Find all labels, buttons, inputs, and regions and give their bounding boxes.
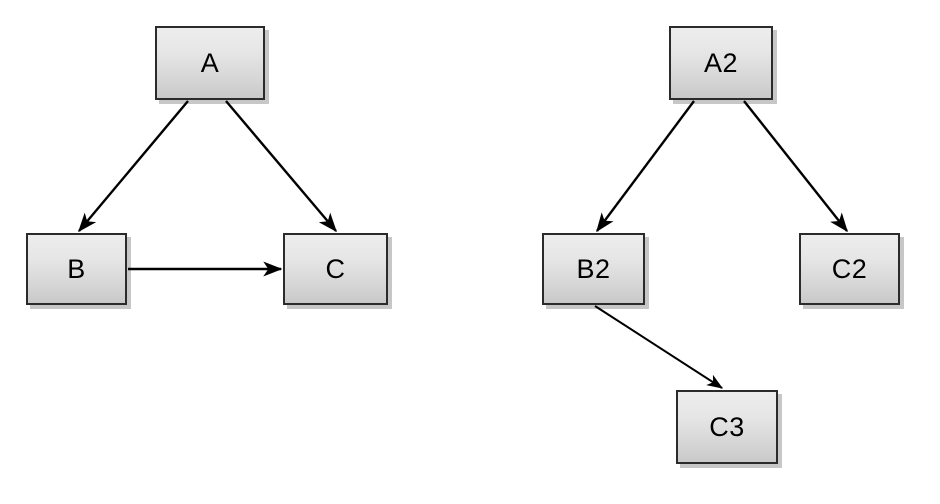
node-a[interactable]: A	[155, 26, 265, 100]
node-c3[interactable]: C3	[676, 390, 778, 464]
node-b2-label: B2	[576, 253, 611, 284]
node-a-label: A	[200, 47, 220, 78]
node-c2-label: C2	[831, 253, 868, 284]
edge-a2-to-c2	[743, 100, 848, 233]
node-a2[interactable]: A2	[669, 26, 773, 100]
edge-b2-to-c3	[594, 305, 724, 389]
node-b2[interactable]: B2	[542, 233, 645, 305]
node-c3-label: C3	[709, 411, 745, 442]
node-b[interactable]: B	[26, 233, 127, 305]
node-c-label: C	[325, 253, 346, 284]
node-b-label: B	[67, 253, 86, 284]
edge-a-to-b	[78, 100, 189, 233]
edge-a-to-c	[225, 100, 337, 233]
node-c2[interactable]: C2	[799, 233, 900, 305]
node-a2-label: A2	[703, 47, 739, 78]
edge-a2-to-b2	[596, 100, 695, 233]
node-c[interactable]: C	[283, 233, 388, 305]
